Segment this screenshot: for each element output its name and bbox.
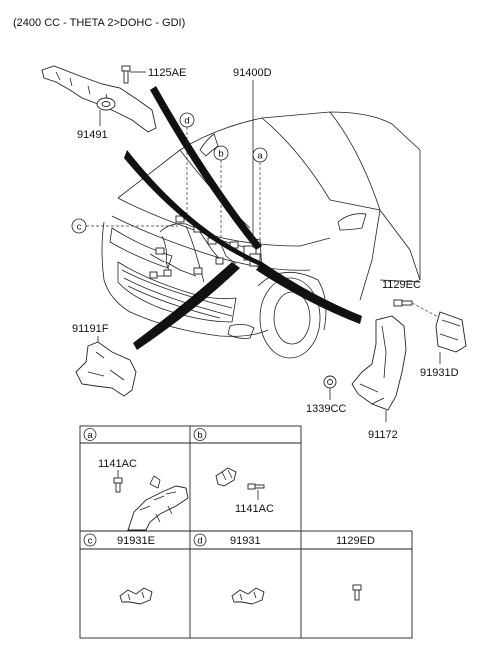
- label-a-1141AC: 1141AC: [98, 458, 137, 470]
- detail-cell-a: a 1141AC: [83, 428, 189, 531]
- svg-text:d: d: [184, 116, 189, 127]
- label-1339CC: 1339CC: [306, 403, 346, 415]
- label-1125AE: 1125AE: [148, 67, 186, 79]
- protector-91191F: [75, 341, 137, 397]
- clip-part-b: [215, 467, 237, 487]
- svg-text:b: b: [197, 430, 202, 441]
- engine-spec-title: (2400 CC - THETA 2>DOHC - GDI): [13, 17, 185, 29]
- label-1129ED: 1129ED: [336, 535, 375, 547]
- svg-text:d: d: [197, 536, 202, 547]
- detail-table: [79, 425, 413, 639]
- label-91931: 91931: [230, 535, 261, 547]
- protector-91172: [351, 315, 407, 411]
- svg-text:c: c: [77, 222, 82, 233]
- callout-d: d: [179, 112, 195, 222]
- callout-b: b: [213, 145, 229, 238]
- bolt-1129EC: [393, 299, 413, 307]
- label-b-1141AC: 1141AC: [235, 503, 274, 515]
- bracket-part-a: [127, 475, 189, 531]
- label-91400D: 91400D: [233, 67, 272, 79]
- nut-1339CC: [323, 375, 337, 389]
- svg-text:a: a: [87, 430, 93, 441]
- bracket-91491: [41, 65, 157, 133]
- label-1129EC: 1129EC: [382, 279, 421, 291]
- label-91172: 91172: [368, 429, 398, 441]
- detail-cell-d: d 91931: [193, 533, 265, 605]
- vehicle-outline: [101, 111, 421, 359]
- section-band-right: [256, 262, 362, 324]
- bolt-icon: [113, 477, 123, 493]
- callout-a: a: [252, 147, 268, 246]
- label-91931E: 91931E: [117, 535, 155, 547]
- section-band-lower-left: [133, 262, 240, 350]
- label-91931D: 91931D: [420, 367, 459, 379]
- bolt-1125AE: [121, 65, 146, 84]
- detail-cell-e: 1129ED: [336, 535, 375, 601]
- detail-cell-b: b 1141AC: [193, 428, 274, 515]
- svg-text:b: b: [218, 149, 223, 160]
- bolt-icon: [352, 584, 362, 601]
- section-band-top: [150, 86, 262, 250]
- detail-cell-c: c 91931E: [83, 533, 155, 605]
- label-91191F: 91191F: [72, 323, 109, 335]
- bracket-91931D: [435, 311, 467, 353]
- callout-c: c: [71, 218, 178, 234]
- clip-part-91931E: [119, 587, 153, 605]
- bolt-icon: [247, 483, 265, 490]
- label-91491: 91491: [77, 129, 108, 141]
- clip-part-91931: [231, 587, 265, 605]
- svg-text:c: c: [88, 536, 93, 547]
- svg-text:a: a: [257, 151, 263, 162]
